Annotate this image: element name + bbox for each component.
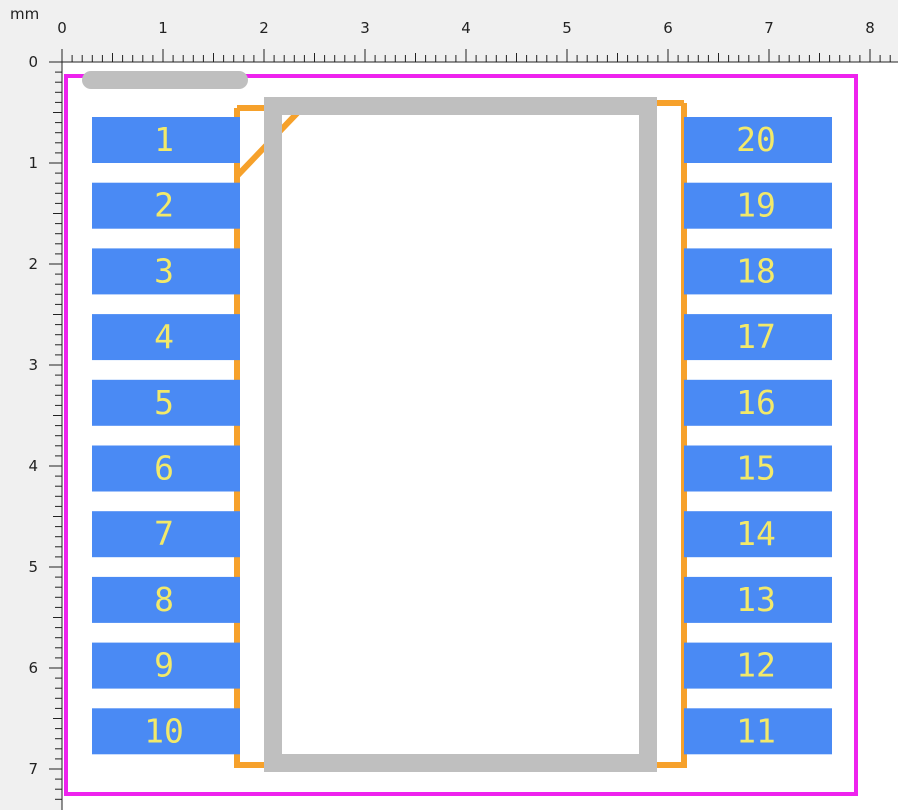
pad-number-label: 11 — [736, 711, 776, 750]
left-ruler-label: 0 — [28, 53, 38, 71]
pad-number-label: 14 — [736, 514, 776, 553]
top-ruler-label: 1 — [158, 19, 168, 37]
pad-13[interactable]: 13 — [684, 576, 832, 623]
top-ruler-label: 0 — [57, 19, 67, 37]
pad-shape — [92, 314, 240, 361]
pad-shape — [92, 248, 240, 295]
left-ruler-label: 7 — [28, 760, 38, 778]
pad-shape — [684, 314, 832, 361]
pad-number-label: 3 — [154, 251, 174, 290]
pad-7[interactable]: 7 — [92, 511, 240, 558]
pad-16[interactable]: 16 — [684, 379, 832, 426]
pad-15[interactable]: 15 — [684, 445, 832, 492]
pad-shape — [684, 576, 832, 623]
pad-number-label: 20 — [736, 120, 776, 159]
pad-shape — [92, 511, 240, 558]
pad-20[interactable]: 20 — [684, 117, 832, 163]
left-ruler-label: 5 — [28, 558, 38, 576]
pad-17[interactable]: 17 — [684, 314, 832, 361]
pad-12[interactable]: 12 — [684, 642, 832, 689]
left-ruler-label: 4 — [28, 457, 38, 475]
pad-shape — [684, 708, 832, 755]
pad-5[interactable]: 5 — [92, 379, 240, 426]
pad-9[interactable]: 9 — [92, 642, 240, 689]
drawing-area — [62, 62, 898, 810]
pad-14[interactable]: 14 — [684, 511, 832, 558]
pad-number-label: 8 — [154, 580, 174, 619]
pad-shape — [684, 642, 832, 689]
pad-shape — [92, 708, 240, 755]
pad-18[interactable]: 18 — [684, 248, 832, 295]
left-ruler-label: 6 — [28, 659, 38, 677]
pad-number-label: 16 — [736, 383, 776, 422]
pad-shape — [92, 379, 240, 426]
pad-number-label: 7 — [154, 514, 174, 553]
left-ruler-label: 1 — [28, 154, 38, 172]
pad-shape — [684, 445, 832, 492]
top-ruler-label: 5 — [562, 19, 572, 37]
top-ruler-label: 6 — [663, 19, 673, 37]
pad-shape — [684, 248, 832, 295]
pad-19[interactable]: 19 — [684, 182, 832, 229]
pad-number-label: 2 — [154, 186, 174, 225]
pad-shape — [92, 576, 240, 623]
pad-4[interactable]: 4 — [92, 314, 240, 361]
pad-8[interactable]: 8 — [92, 576, 240, 623]
pad-1[interactable]: 1 — [92, 117, 240, 163]
pad-shape — [684, 511, 832, 558]
pad-2[interactable]: 2 — [92, 182, 240, 229]
top-ruler: 0 1 2 3 4 5 6 7 8 — [57, 19, 898, 63]
top-ruler-label: 2 — [259, 19, 269, 37]
pad-number-label: 5 — [154, 383, 174, 422]
pad-number-label: 19 — [736, 186, 776, 225]
pad-number-label: 17 — [736, 317, 776, 356]
pad-number-label: 13 — [736, 580, 776, 619]
pad-shape — [92, 117, 240, 163]
top-ruler-label: 8 — [865, 19, 875, 37]
pad-number-label: 15 — [736, 449, 776, 488]
left-ruler-label: 2 — [28, 255, 38, 273]
pad-number-label: 4 — [154, 317, 174, 356]
pad-11[interactable]: 11 — [684, 708, 832, 755]
pad-shape — [92, 642, 240, 689]
top-ruler-label: 3 — [360, 19, 370, 37]
silkscreen-body-outline — [264, 97, 657, 772]
units-label: mm — [10, 5, 39, 23]
pad-number-label: 6 — [154, 449, 174, 488]
top-ruler-label: 4 — [461, 19, 471, 37]
pad-10[interactable]: 10 — [92, 708, 240, 755]
pad-shape — [92, 445, 240, 492]
top-ruler-label: 7 — [764, 19, 774, 37]
pad-shape — [684, 117, 832, 163]
courtyard-outline — [64, 74, 858, 796]
pad-shape — [684, 182, 832, 229]
left-ruler: 0 1 2 3 4 5 6 7 — [28, 53, 63, 810]
pad-6[interactable]: 6 — [92, 445, 240, 492]
pad-shape — [92, 182, 240, 229]
pad-number-label: 18 — [736, 251, 776, 290]
pad-number-label: 9 — [154, 646, 174, 685]
pad-number-label: 10 — [144, 711, 184, 750]
pad-3[interactable]: 3 — [92, 248, 240, 295]
pad-number-label: 12 — [736, 646, 776, 685]
pad-shape — [684, 379, 832, 426]
left-ruler-label: 3 — [28, 356, 38, 374]
pad-number-label: 1 — [154, 120, 174, 159]
